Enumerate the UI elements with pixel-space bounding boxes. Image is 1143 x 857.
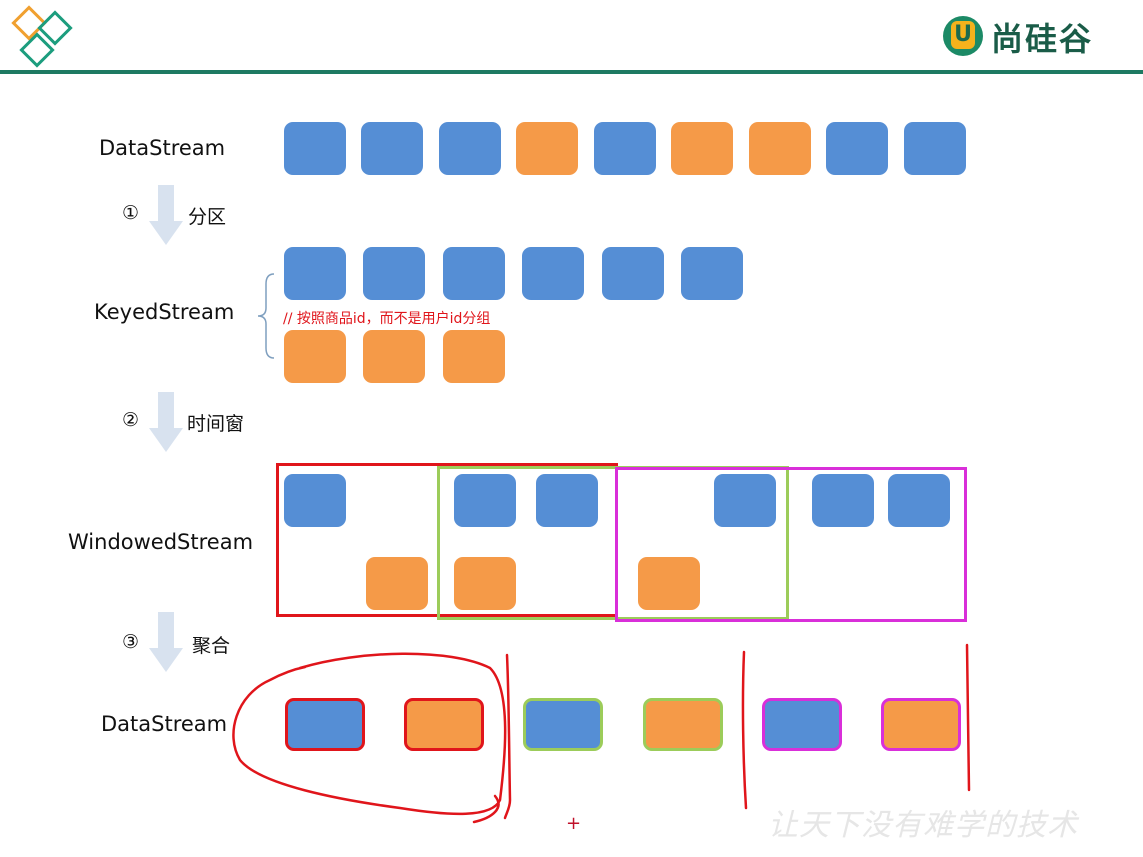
event-block-orange bbox=[671, 122, 733, 175]
aggregate-block-orange bbox=[643, 698, 723, 751]
down-arrow-icon bbox=[149, 612, 183, 672]
header-logo bbox=[10, 5, 80, 71]
cursor-crosshair-icon: + bbox=[566, 813, 582, 834]
step-2-number: ② bbox=[122, 409, 140, 431]
event-block-blue bbox=[439, 122, 501, 175]
event-block-orange bbox=[749, 122, 811, 175]
event-block-blue bbox=[602, 247, 664, 300]
step-1-text: 分区 bbox=[188, 206, 227, 228]
handdrawn-divider bbox=[741, 650, 748, 810]
brace-icon bbox=[257, 273, 275, 359]
datastream-bottom-label: DataStream bbox=[101, 712, 228, 736]
event-block-blue bbox=[681, 247, 743, 300]
event-block-blue bbox=[826, 122, 888, 175]
header-rule bbox=[0, 70, 1143, 74]
window-frame-magenta bbox=[615, 467, 967, 622]
event-block-orange bbox=[366, 557, 428, 610]
handdrawn-circle bbox=[232, 652, 507, 816]
handdrawn-divider bbox=[503, 653, 512, 820]
event-block-blue bbox=[536, 474, 598, 527]
event-block-blue bbox=[363, 247, 425, 300]
event-block-blue bbox=[284, 122, 346, 175]
step-3-text: 聚合 bbox=[192, 635, 231, 657]
event-block-blue bbox=[812, 474, 874, 527]
event-block-orange bbox=[284, 330, 346, 383]
keyedstream-label: KeyedStream bbox=[94, 300, 235, 324]
event-block-blue bbox=[888, 474, 950, 527]
aggregate-block-orange bbox=[881, 698, 961, 751]
event-block-blue bbox=[454, 474, 516, 527]
aggregate-block-blue bbox=[285, 698, 365, 751]
event-block-blue bbox=[443, 247, 505, 300]
footer-slogan: 让天下没有难学的技术 bbox=[768, 808, 1078, 843]
event-block-orange bbox=[363, 330, 425, 383]
step-1-number: ① bbox=[122, 202, 140, 224]
event-block-orange bbox=[516, 122, 578, 175]
diamond-logo-icon bbox=[11, 5, 73, 68]
window-frame-green bbox=[437, 466, 789, 620]
brand-name: 尚硅谷 bbox=[991, 20, 1094, 58]
aggregate-block-blue bbox=[523, 698, 603, 751]
datastream-top-label: DataStream bbox=[99, 136, 226, 160]
handdrawn-divider bbox=[965, 643, 971, 792]
keyed-note: // 按照商品id，而不是用户id分组 bbox=[283, 311, 491, 327]
event-block-blue bbox=[284, 247, 346, 300]
brand-mark-inner: U bbox=[951, 21, 975, 49]
event-block-blue bbox=[594, 122, 656, 175]
event-block-orange bbox=[638, 557, 700, 610]
event-block-orange bbox=[443, 330, 505, 383]
down-arrow-icon bbox=[149, 392, 183, 452]
handdrawn-tail bbox=[472, 794, 500, 824]
down-arrow-icon bbox=[149, 185, 183, 245]
event-block-blue bbox=[904, 122, 966, 175]
event-block-blue bbox=[284, 474, 346, 527]
event-block-blue bbox=[714, 474, 776, 527]
aggregate-block-blue bbox=[762, 698, 842, 751]
aggregate-block-orange bbox=[404, 698, 484, 751]
step-3-number: ③ bbox=[122, 631, 140, 653]
event-block-blue bbox=[361, 122, 423, 175]
windowedstream-label: WindowedStream bbox=[68, 530, 254, 554]
step-2-text: 时间窗 bbox=[187, 413, 245, 435]
event-block-blue bbox=[522, 247, 584, 300]
event-block-orange bbox=[454, 557, 516, 610]
